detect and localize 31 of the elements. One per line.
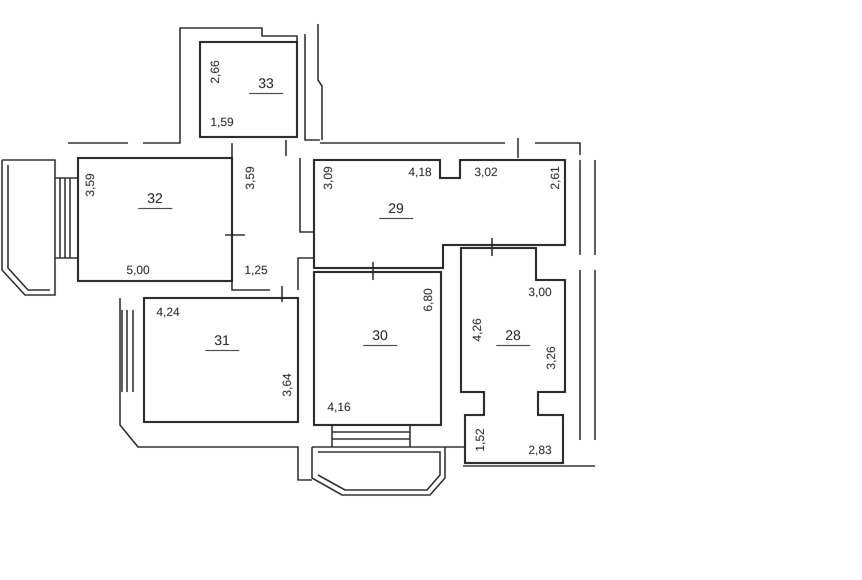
dimension-label: 3,02: [474, 166, 498, 178]
dimension-label: 3,26: [545, 346, 557, 370]
dimension-label: 3,64: [281, 373, 293, 397]
dimension-label: 1,59: [210, 116, 234, 128]
dimension-label: 2,83: [528, 444, 552, 456]
dimension-label: 4,24: [156, 306, 180, 318]
dimension-label: 3,59: [244, 166, 256, 190]
room: [461, 248, 565, 463]
dimension-label: 1,52: [474, 428, 486, 452]
dimension-label: 3,09: [322, 166, 334, 190]
dimension-label: 4,18: [408, 166, 432, 178]
room-number: 31: [205, 333, 239, 351]
dimension-label: 6,80: [422, 288, 434, 312]
room-number: 32: [138, 191, 172, 209]
room-number: 30: [363, 328, 397, 346]
dimension-label: 3,59: [84, 173, 96, 197]
dimension-label: 4,16: [327, 401, 351, 413]
room-number: 29: [379, 201, 413, 219]
dimension-label: 1,25: [244, 264, 268, 276]
dimension-label: 5,00: [126, 264, 150, 276]
room: [314, 160, 565, 268]
room: [78, 158, 232, 281]
room: [200, 42, 297, 137]
room-number: 28: [496, 328, 530, 346]
room-number: 33: [249, 76, 283, 94]
dimension-label: 3,00: [528, 286, 552, 298]
room: [314, 272, 441, 425]
dimension-label: 2,66: [209, 60, 221, 84]
dimension-label: 4,26: [471, 318, 483, 342]
room: [144, 298, 298, 422]
dimension-label: 2,61: [549, 166, 561, 190]
